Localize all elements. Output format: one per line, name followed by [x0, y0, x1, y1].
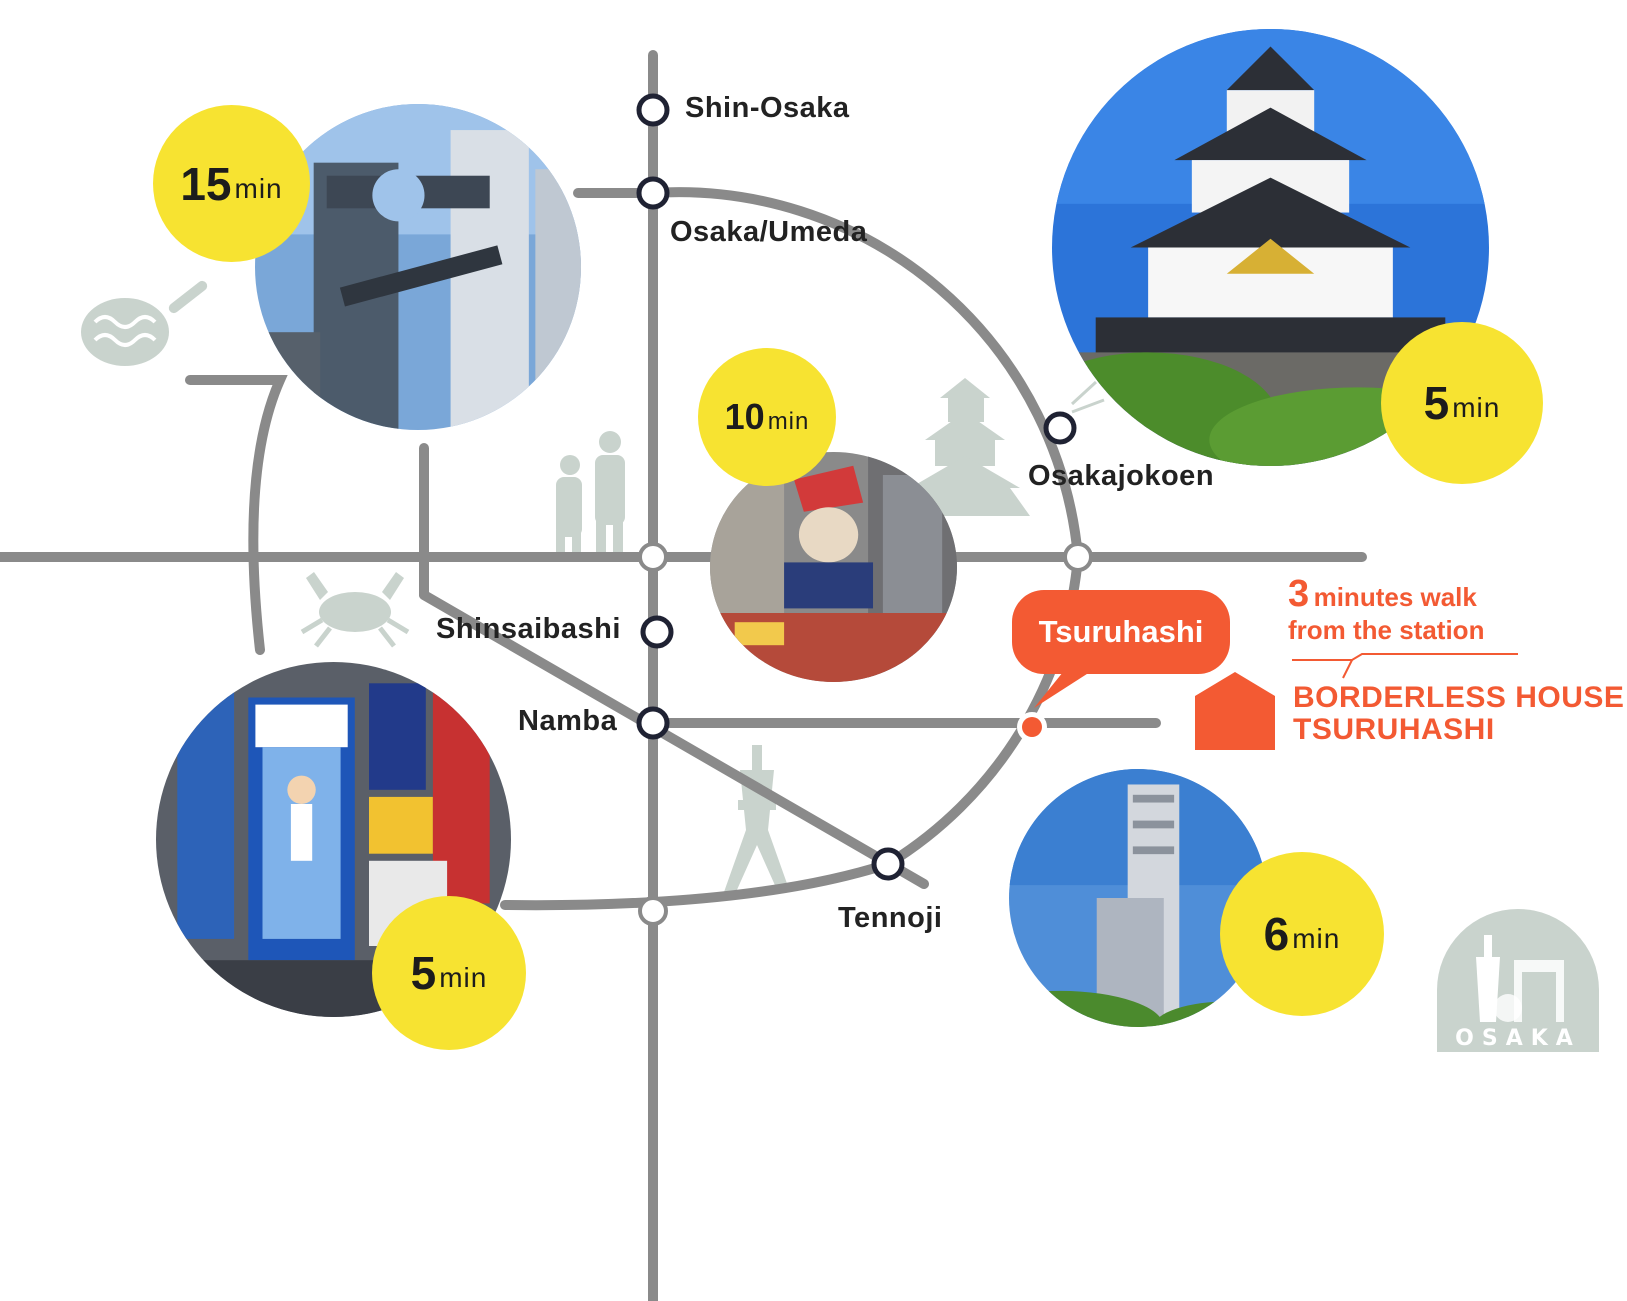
station-marker-shin-osaka	[636, 93, 670, 127]
station-marker-namba	[636, 706, 670, 740]
travel-time-number: 5	[410, 947, 437, 999]
photo-dotonbori-glico-sign	[156, 662, 511, 1017]
walk-time-note: 3 minutes walk from the station	[1288, 573, 1485, 645]
walk-underline-icon	[1292, 653, 1518, 679]
transfer-marker-east	[1063, 542, 1093, 572]
travel-time-unit: min	[1292, 923, 1341, 954]
travel-time-unit: min	[767, 408, 810, 435]
station-label-namba: Namba	[518, 705, 618, 737]
tsutenkaku-tower-decoration-icon	[724, 745, 790, 892]
walk-time-line1: minutes walk	[1313, 582, 1477, 612]
osaka-watermark-text: OSAKA	[1455, 1026, 1581, 1051]
station-marker-osakajokoen	[1043, 411, 1077, 445]
walk-time-line2: from the station	[1288, 614, 1485, 645]
station-label-osakajokoen: Osakajokoen	[1028, 460, 1215, 492]
crab-decoration-icon	[300, 572, 410, 648]
transfer-marker-south	[638, 896, 668, 926]
destination-line1: BORDERLESS HOUSE	[1293, 681, 1625, 714]
travel-time-number: 6	[1263, 908, 1290, 960]
house-icon	[1195, 672, 1275, 750]
station-label-tennoji: Tennoji	[838, 902, 943, 934]
travel-time-number: 5	[1423, 377, 1450, 429]
rail-lines	[0, 50, 1367, 1301]
destination-name: BORDERLESS HOUSE TSURUHASHI	[1293, 682, 1624, 745]
station-label-shin-osaka: Shin-Osaka	[685, 92, 850, 124]
walk-time-number: 3	[1288, 573, 1310, 615]
station-label-osaka-umeda: Osaka/Umeda	[670, 216, 868, 248]
travel-time-number: 10	[724, 396, 765, 437]
station-marker-shinsaibashi	[640, 615, 674, 649]
travel-time-unit: min	[234, 172, 283, 204]
transfer-marker-center	[638, 542, 668, 572]
photo-umeda-sky-building	[255, 104, 581, 430]
okonomiyaki-decoration-icon	[81, 280, 208, 366]
people-statue-decoration-icon	[556, 431, 625, 562]
station-label-shinsaibashi: Shinsaibashi	[436, 613, 621, 645]
travel-time-unit: min	[1452, 392, 1501, 423]
photo-shinsekai	[710, 452, 957, 682]
travel-time-unit: min	[439, 962, 488, 993]
tsuruhashi-pin	[1017, 672, 1090, 742]
station-markers	[636, 93, 1093, 926]
travel-time-number: 15	[180, 157, 232, 210]
destination-line2: TSURUHASHI	[1293, 712, 1495, 746]
castle-pointer-marks-icon	[1070, 380, 1105, 414]
station-marker-osaka-umeda	[636, 176, 670, 210]
tsuruhashi-callout: Tsuruhashi	[1012, 590, 1230, 674]
station-marker-tennoji	[871, 847, 905, 881]
osaka-watermark-badge	[1437, 909, 1599, 1052]
